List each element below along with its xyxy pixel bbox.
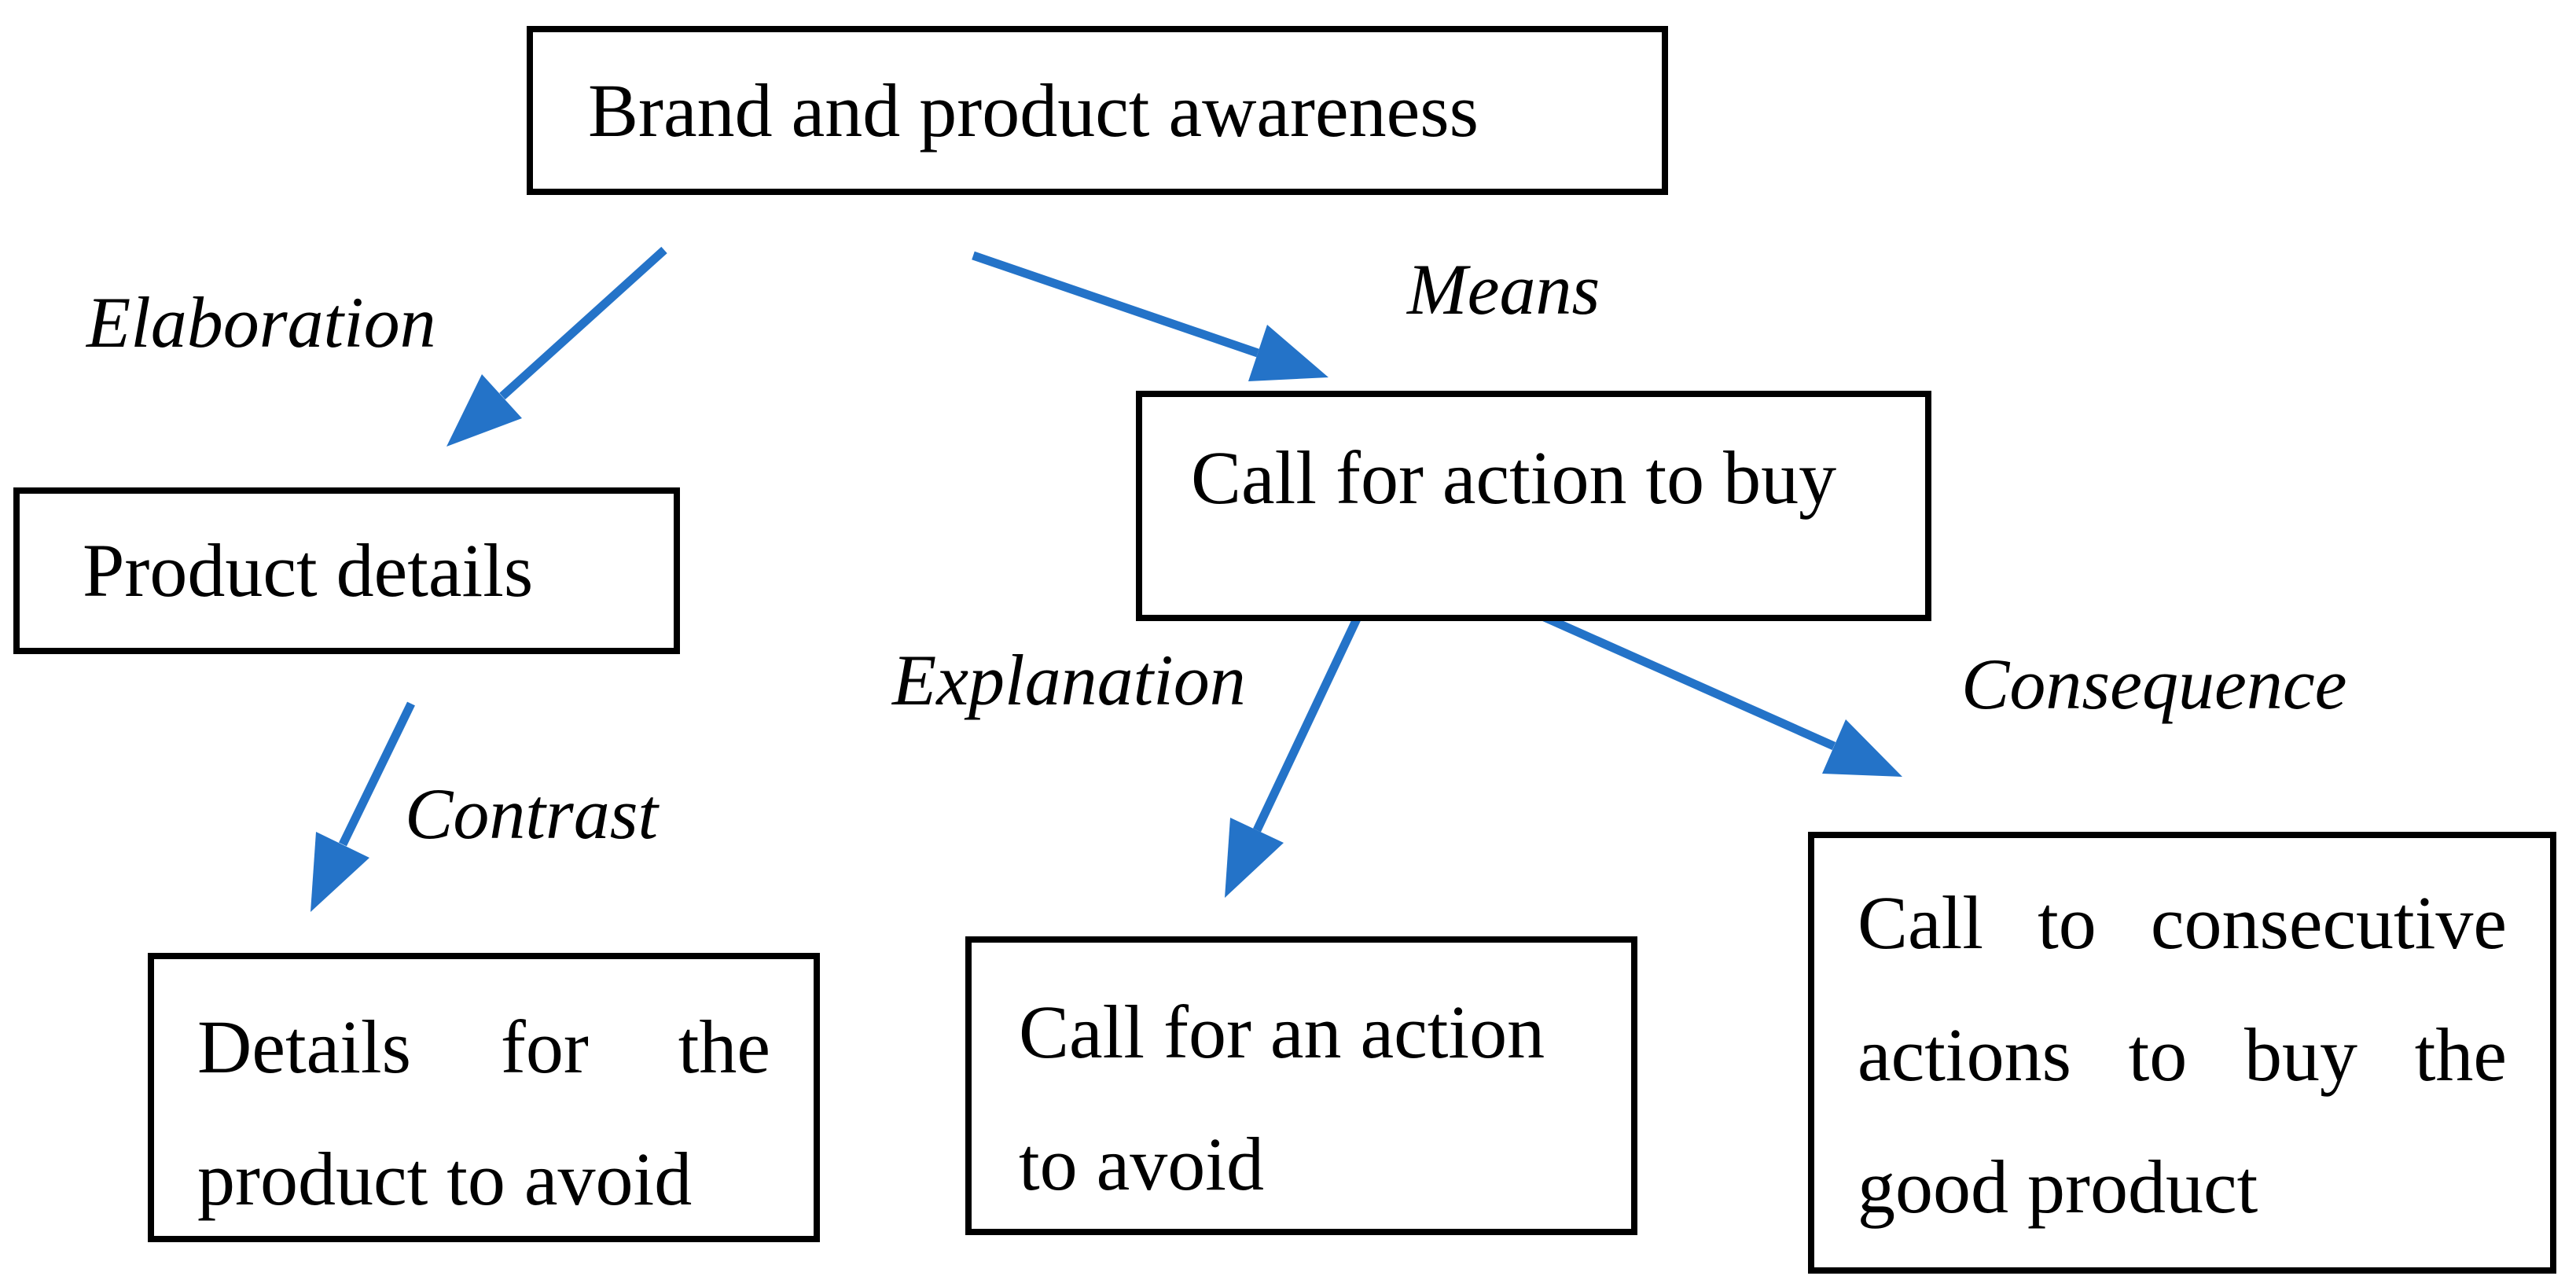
- node-call-for-action-to-buy: Call for action to buy: [1136, 391, 1931, 621]
- node-details-product-to-avoid-line-1: Details for the: [197, 1005, 770, 1089]
- node-call-to-consecutive-actions-line-1: Call to consecutive: [1858, 881, 2507, 965]
- node-call-to-consecutive-actions-line-3: good product: [1858, 1145, 2258, 1229]
- edge-label-elaboration: Elaboration: [86, 282, 436, 362]
- node-call-for-action-to-avoid-line-2: to avoid: [1019, 1122, 1264, 1206]
- arrow-contrast: [311, 701, 415, 912]
- node-call-for-action-to-buy-label: Call for action to buy: [1191, 436, 1837, 520]
- node-product-details-label: Product details: [83, 528, 534, 613]
- arrow-consequence: [1538, 611, 1902, 777]
- node-details-product-to-avoid: Details for the product to avoid: [148, 953, 820, 1242]
- edge-label-explanation: Explanation: [892, 640, 1246, 720]
- edge-label-means: Means: [1407, 249, 1600, 329]
- arrow-means: [972, 251, 1328, 381]
- node-details-product-to-avoid-line-2: product to avoid: [197, 1137, 693, 1221]
- node-product-details: Product details: [13, 487, 680, 654]
- node-call-to-consecutive-actions: Call to consecutive actions to buy the g…: [1808, 832, 2556, 1274]
- node-call-for-action-to-avoid: Call for an action to avoid: [965, 936, 1637, 1235]
- node-brand-awareness-label: Brand and product awareness: [588, 68, 1479, 153]
- node-call-to-consecutive-actions-line-2: actions to buy the: [1858, 1013, 2507, 1097]
- edge-label-consequence: Consequence: [1961, 644, 2347, 724]
- arrow-explanation: [1225, 613, 1362, 898]
- node-brand-awareness: Brand and product awareness: [527, 26, 1668, 195]
- arrow-elaboration: [446, 246, 667, 447]
- edge-label-contrast: Contrast: [405, 774, 659, 854]
- node-call-for-action-to-avoid-line-1: Call for an action: [1019, 990, 1545, 1074]
